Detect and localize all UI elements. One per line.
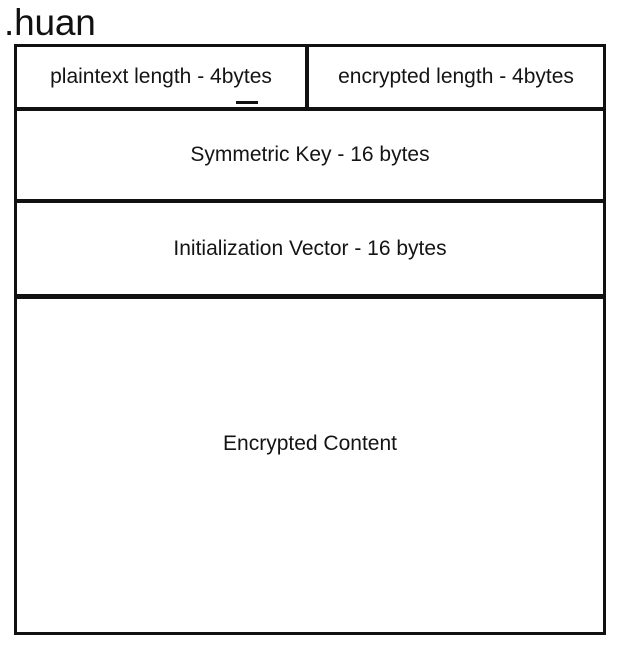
plaintext-length-label: plaintext length - 4bytes: [50, 65, 272, 88]
diagram-row-init-vector: Initialization Vector - 16 bytes: [17, 203, 603, 299]
diagram-cell-plaintext-length: plaintext length - 4bytes: [17, 47, 309, 107]
symmetric-key-label: Symmetric Key - 16 bytes: [190, 143, 430, 166]
border-artifact: [236, 101, 258, 104]
encrypted-length-label: encrypted length - 4bytes: [338, 65, 574, 88]
diagram-cell-encrypted-length: encrypted length - 4bytes: [309, 47, 603, 107]
diagram-row-lengths: plaintext length - 4bytes encrypted leng…: [17, 47, 603, 111]
encrypted-file-format-diagram: plaintext length - 4bytes encrypted leng…: [14, 44, 606, 635]
page-title: .huan: [4, 2, 96, 43]
diagram-row-symmetric-key: Symmetric Key - 16 bytes: [17, 111, 603, 203]
encrypted-content-label: Encrypted Content: [223, 432, 397, 455]
init-vector-label: Initialization Vector - 16 bytes: [173, 236, 447, 260]
diagram-row-encrypted-content: Encrypted Content: [17, 299, 603, 627]
